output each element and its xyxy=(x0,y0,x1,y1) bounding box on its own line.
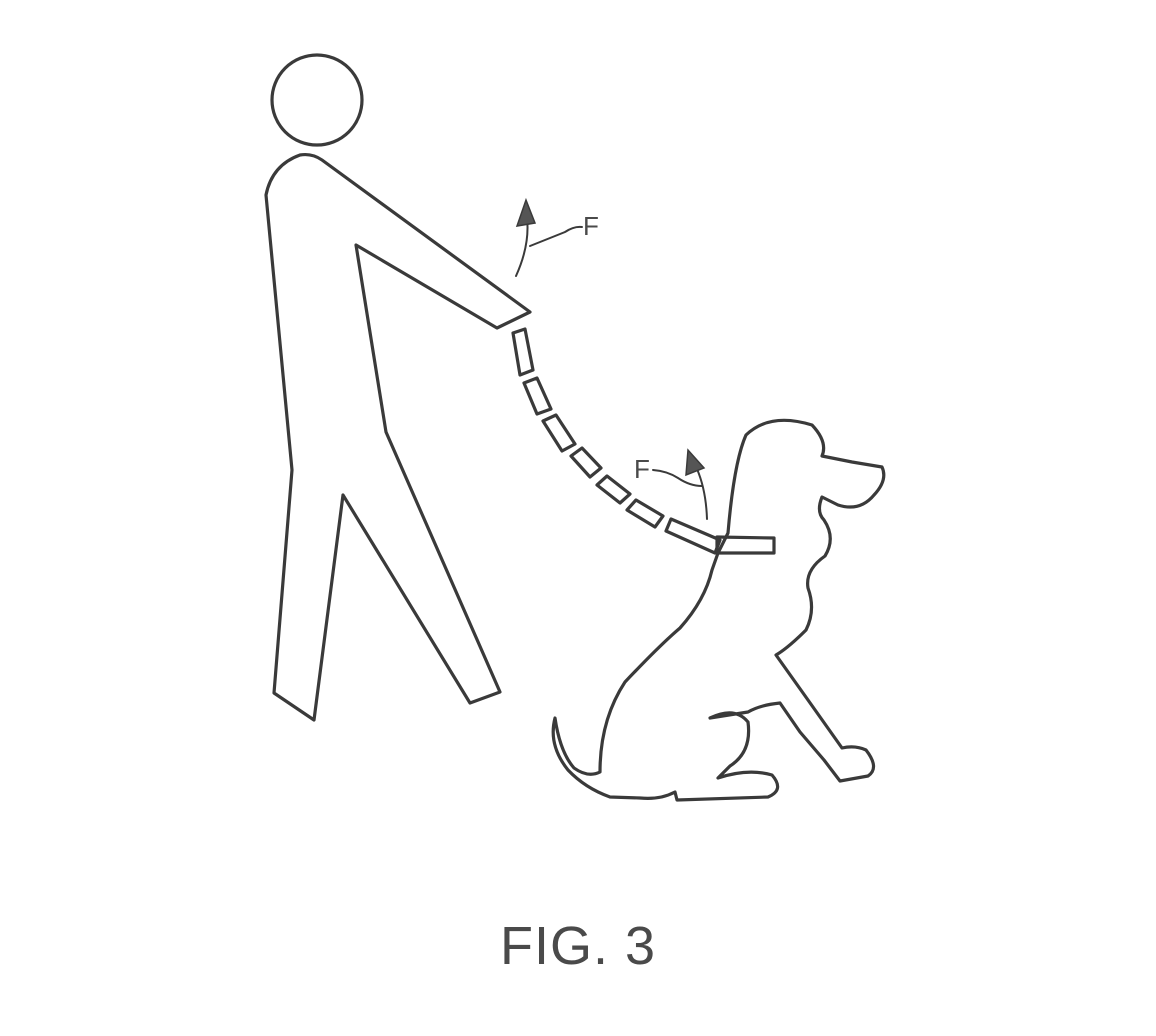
force-leader-line-upper xyxy=(529,225,583,247)
leash-segment xyxy=(569,446,603,479)
force-arrow-lower-head xyxy=(685,448,706,477)
force-label-lower: F xyxy=(634,454,650,484)
force-arrow-lower: F xyxy=(634,448,708,520)
dog-collar xyxy=(715,535,776,555)
leash-segment xyxy=(541,413,577,453)
force-label-upper: F xyxy=(583,211,599,241)
dog-body xyxy=(551,418,886,802)
force-leader-line-lower xyxy=(652,469,703,487)
person-figure xyxy=(264,53,532,722)
figure-caption: FIG. 3 xyxy=(499,916,657,976)
force-arrow-upper-shaft xyxy=(515,217,529,277)
leash-segment xyxy=(664,517,722,555)
person-head xyxy=(270,53,364,147)
leash-segment xyxy=(511,327,535,377)
leash-segment xyxy=(595,474,632,505)
leash-segment xyxy=(522,376,553,416)
leash-segment xyxy=(625,498,665,529)
force-arrow-lower-shaft xyxy=(696,468,708,520)
dog-figure xyxy=(551,418,886,802)
person-body xyxy=(264,152,532,722)
force-arrow-upper: F xyxy=(515,197,599,277)
leash xyxy=(511,327,722,555)
force-arrow-upper-head xyxy=(515,197,537,227)
